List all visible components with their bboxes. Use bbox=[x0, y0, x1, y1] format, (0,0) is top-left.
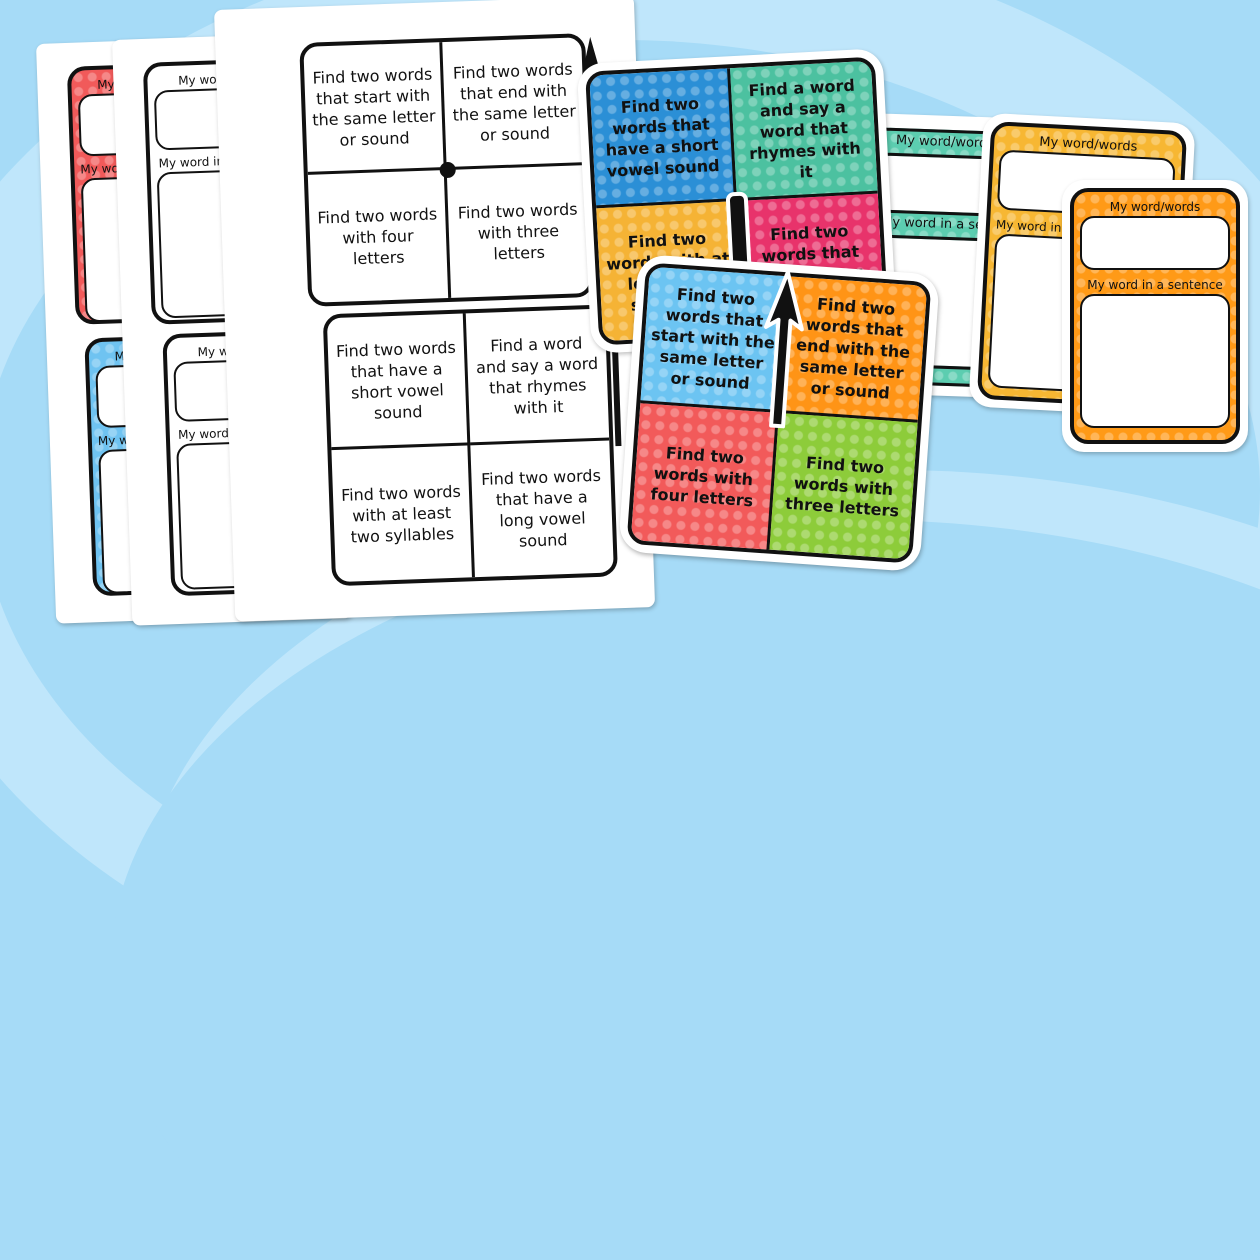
spinner-quadrant: Find two words that have a short vowel s… bbox=[326, 313, 471, 451]
spinner-quadrant: Find two words with four letters bbox=[307, 169, 452, 303]
color-spinner-front-frame: Find two words that start with the same … bbox=[617, 253, 941, 573]
word-box bbox=[1080, 216, 1230, 270]
spinner-quadrant: Find two words that end with the same le… bbox=[442, 37, 586, 170]
spinner-quadrant: Find a word and say a word that rhymes w… bbox=[730, 60, 878, 201]
spinner-quadrant: Find a word and say a word that rhymes w… bbox=[465, 308, 610, 446]
spinner-quadrant: Find two words with three letters bbox=[457, 198, 578, 263]
spinner-quadrant: Find two words with three letters bbox=[769, 413, 918, 560]
spinner-quadrant: Find two words that start with the same … bbox=[303, 42, 447, 175]
recording-card-orange-frame: My word/words My word in a sentence bbox=[1062, 180, 1248, 452]
sentence-box bbox=[1080, 294, 1230, 428]
spinner-arrow-icon bbox=[763, 270, 804, 429]
spinner-quadrant: Find two words that have a long vowel so… bbox=[480, 465, 602, 551]
card-label-bottom: My word in a sentence bbox=[1087, 278, 1223, 292]
spinner-bottom-bw: Find two words that have a short vowel s… bbox=[322, 304, 619, 587]
recording-card-orange: My word/words My word in a sentence bbox=[1070, 188, 1240, 444]
spinner-quadrant: Find two words that have a short vowel s… bbox=[589, 68, 737, 209]
spinner-quadrant: Find two words with at least two syllabl… bbox=[331, 445, 475, 583]
card-label-top: My word/words bbox=[1109, 200, 1201, 214]
